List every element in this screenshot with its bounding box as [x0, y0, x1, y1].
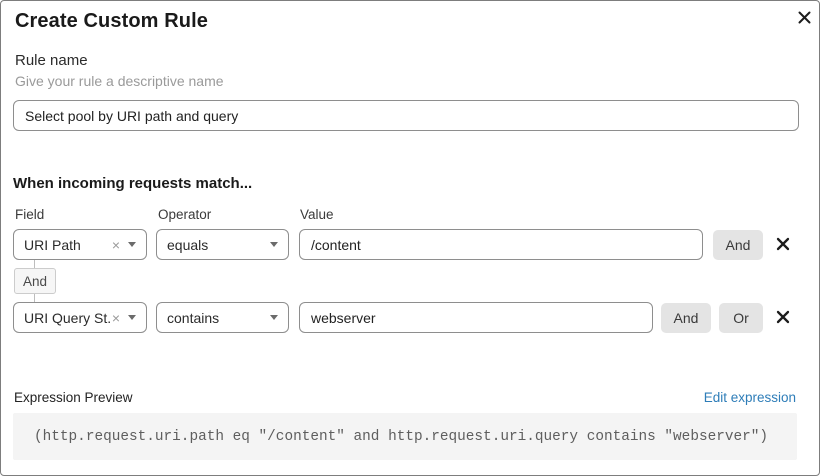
- chevron-down-icon: [128, 315, 136, 320]
- operator-select-1-value: equals: [167, 236, 209, 253]
- and-button-row2[interactable]: And: [661, 303, 711, 333]
- chevron-down-icon: [270, 242, 278, 247]
- operator-select-2-value: contains: [167, 309, 220, 326]
- close-button[interactable]: [793, 8, 815, 30]
- close-icon: [797, 10, 812, 28]
- connector-line: [34, 260, 35, 268]
- delete-row2-button[interactable]: [773, 308, 793, 328]
- delete-row1-button[interactable]: [773, 235, 793, 255]
- rule-name-helper: Give your rule a descriptive name: [15, 73, 224, 89]
- expression-code-block: (http.request.uri.path eq "/content" and…: [13, 413, 797, 460]
- connector-line: [34, 294, 35, 302]
- and-connector-badge: And: [14, 268, 56, 294]
- value-input-2[interactable]: [299, 302, 653, 333]
- column-label-field: Field: [15, 207, 45, 222]
- chevron-down-icon: [128, 242, 136, 247]
- and-button-row1[interactable]: And: [713, 230, 763, 260]
- or-button-row2[interactable]: Or: [719, 303, 763, 333]
- column-label-operator: Operator: [158, 207, 212, 222]
- column-label-value: Value: [300, 207, 334, 222]
- x-icon: [776, 310, 790, 327]
- operator-select-2[interactable]: contains: [156, 302, 289, 333]
- field-select-2-value: URI Query St...: [24, 309, 112, 326]
- match-heading: When incoming requests match...: [13, 175, 253, 192]
- rule-name-label: Rule name: [15, 52, 88, 69]
- x-icon: [776, 237, 790, 254]
- operator-select-1[interactable]: equals: [156, 229, 289, 260]
- field-select-2[interactable]: URI Query St... ×: [13, 302, 147, 333]
- expression-preview-label: Expression Preview: [14, 390, 133, 405]
- rule-name-input[interactable]: [13, 100, 799, 131]
- field-select-1-value: URI Path: [24, 236, 81, 253]
- clear-icon[interactable]: ×: [111, 309, 120, 326]
- dialog-title: Create Custom Rule: [15, 10, 208, 32]
- chevron-down-icon: [270, 315, 278, 320]
- value-input-1[interactable]: [299, 229, 703, 260]
- expression-code: (http.request.uri.path eq "/content" and…: [34, 428, 769, 445]
- edit-expression-link[interactable]: Edit expression: [703, 390, 796, 405]
- field-select-1[interactable]: URI Path ×: [13, 229, 147, 260]
- clear-icon[interactable]: ×: [111, 236, 120, 253]
